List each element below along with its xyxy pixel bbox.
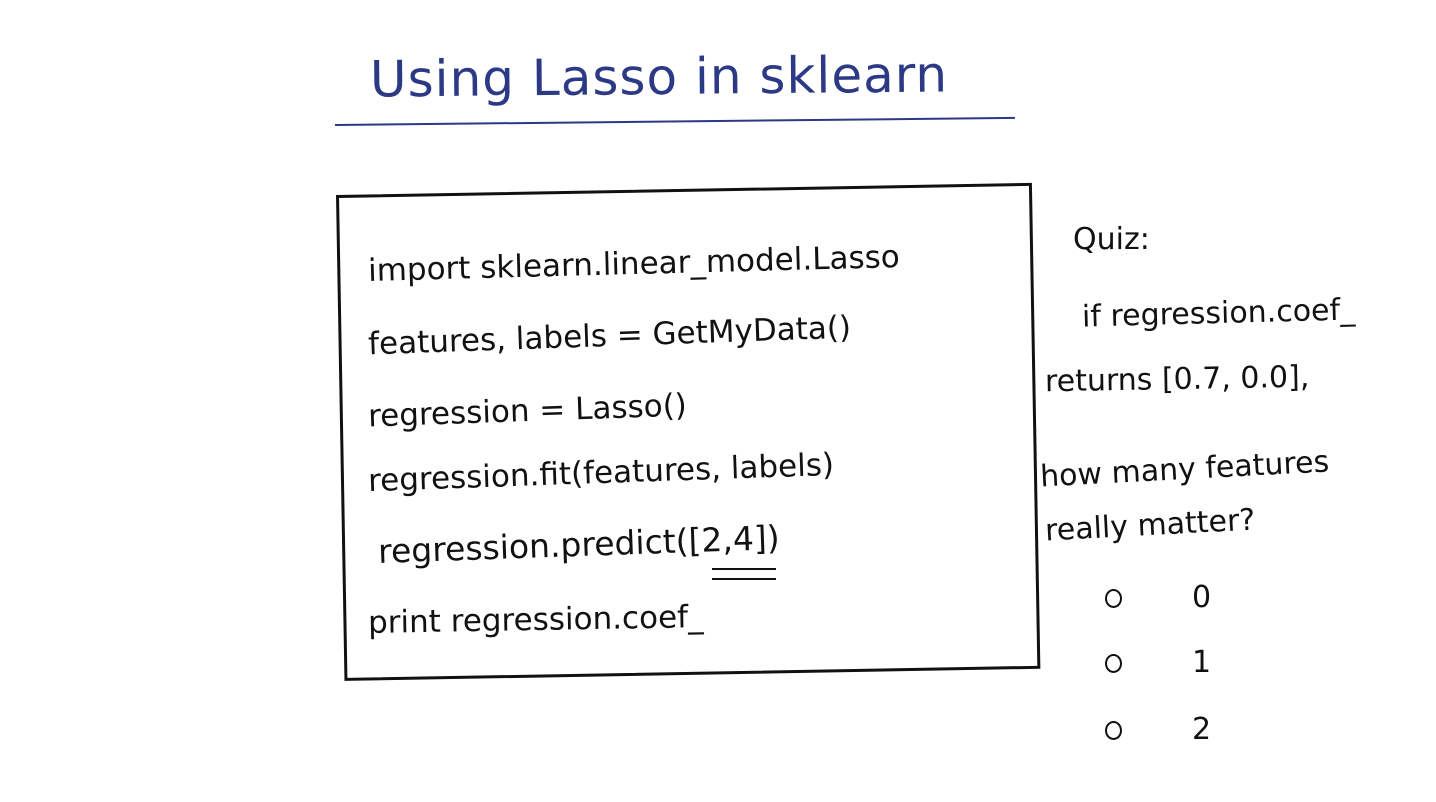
option-label: 1 (1192, 645, 1212, 680)
quiz-option-0[interactable]: 0 (1105, 580, 1211, 615)
quiz-label: Quiz: (1073, 222, 1150, 257)
title-underline (334, 116, 1015, 126)
option-label: 0 (1192, 580, 1212, 615)
option-label: 2 (1192, 712, 1212, 747)
radio-icon[interactable] (1105, 721, 1122, 740)
predict-arg-underline (712, 568, 776, 580)
slide-title: Using Lasso in sklearn (369, 45, 949, 109)
radio-icon[interactable] (1105, 589, 1122, 608)
quiz-question-line: if regression.coef_ (1081, 292, 1356, 335)
quiz-question-line: returns [0.7, 0.0], (1044, 359, 1310, 400)
quiz-question-line: how many features (1039, 444, 1331, 495)
quiz-option-1[interactable]: 1 (1105, 645, 1211, 680)
radio-icon[interactable] (1105, 654, 1122, 673)
code-line-print-coef: print regression.coef_ (367, 599, 704, 641)
quiz-question-line: really matter? (1044, 502, 1257, 549)
quiz-option-2[interactable]: 2 (1105, 712, 1211, 747)
